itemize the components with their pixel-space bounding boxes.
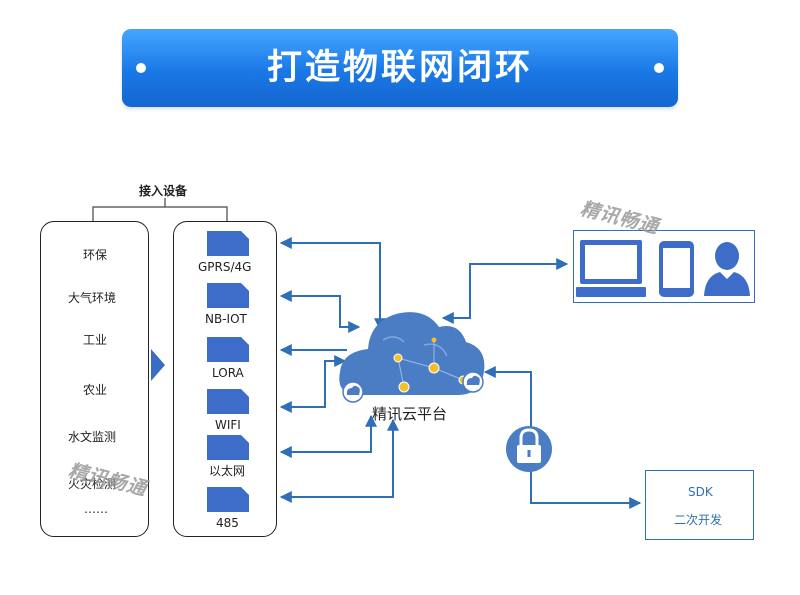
industry-item: 火灾检测 xyxy=(68,477,117,491)
card-icon-gprs xyxy=(207,231,249,256)
industry-item: 工业 xyxy=(83,333,108,347)
title-banner: 打造物联网闭环 xyxy=(122,29,678,107)
card-icon-lora xyxy=(207,337,249,362)
cloud-icon xyxy=(339,312,485,403)
card-icon-nbiot xyxy=(207,283,249,308)
card-icon-wifi xyxy=(207,389,249,414)
banner-dot-left xyxy=(136,63,146,73)
protocol-label: LORA xyxy=(212,366,244,380)
connector-lines xyxy=(279,237,642,509)
industry-item: 水文监测 xyxy=(68,430,117,444)
flow-arrow-triangle xyxy=(151,349,165,381)
sdk-dev-label: 二次开发 xyxy=(674,513,723,527)
sdk-box xyxy=(645,470,754,540)
industry-item: 大气环境 xyxy=(68,291,117,305)
page-title: 打造物联网闭环 xyxy=(266,48,533,88)
laptop-icon xyxy=(576,240,646,297)
user-icon xyxy=(704,242,750,296)
card-icon-485 xyxy=(207,487,249,512)
industry-item: 环保 xyxy=(83,248,108,262)
protocol-label: NB-IOT xyxy=(205,312,247,326)
protocol-label: 以太网 xyxy=(209,464,246,478)
phone-icon xyxy=(659,241,694,297)
cloud-platform-label: 精讯云平台 xyxy=(372,405,448,423)
terminal-devices-box xyxy=(573,230,755,303)
header-bracket xyxy=(92,198,228,221)
industry-item: 农业 xyxy=(83,383,108,397)
access-devices-header: 接入设备 xyxy=(139,184,188,198)
protocol-list-box xyxy=(173,221,277,537)
banner-dot-right xyxy=(654,63,664,73)
lock-icon xyxy=(506,426,552,472)
card-icon-ethernet xyxy=(207,435,249,460)
protocol-label: GPRS/4G xyxy=(198,260,252,274)
protocol-card-icons xyxy=(207,231,249,512)
protocol-label: WIFI xyxy=(215,418,241,432)
sdk-label: SDK xyxy=(688,485,713,499)
protocol-label: 485 xyxy=(216,516,239,530)
industry-item: …… xyxy=(84,502,108,516)
industry-list-box xyxy=(40,221,149,537)
